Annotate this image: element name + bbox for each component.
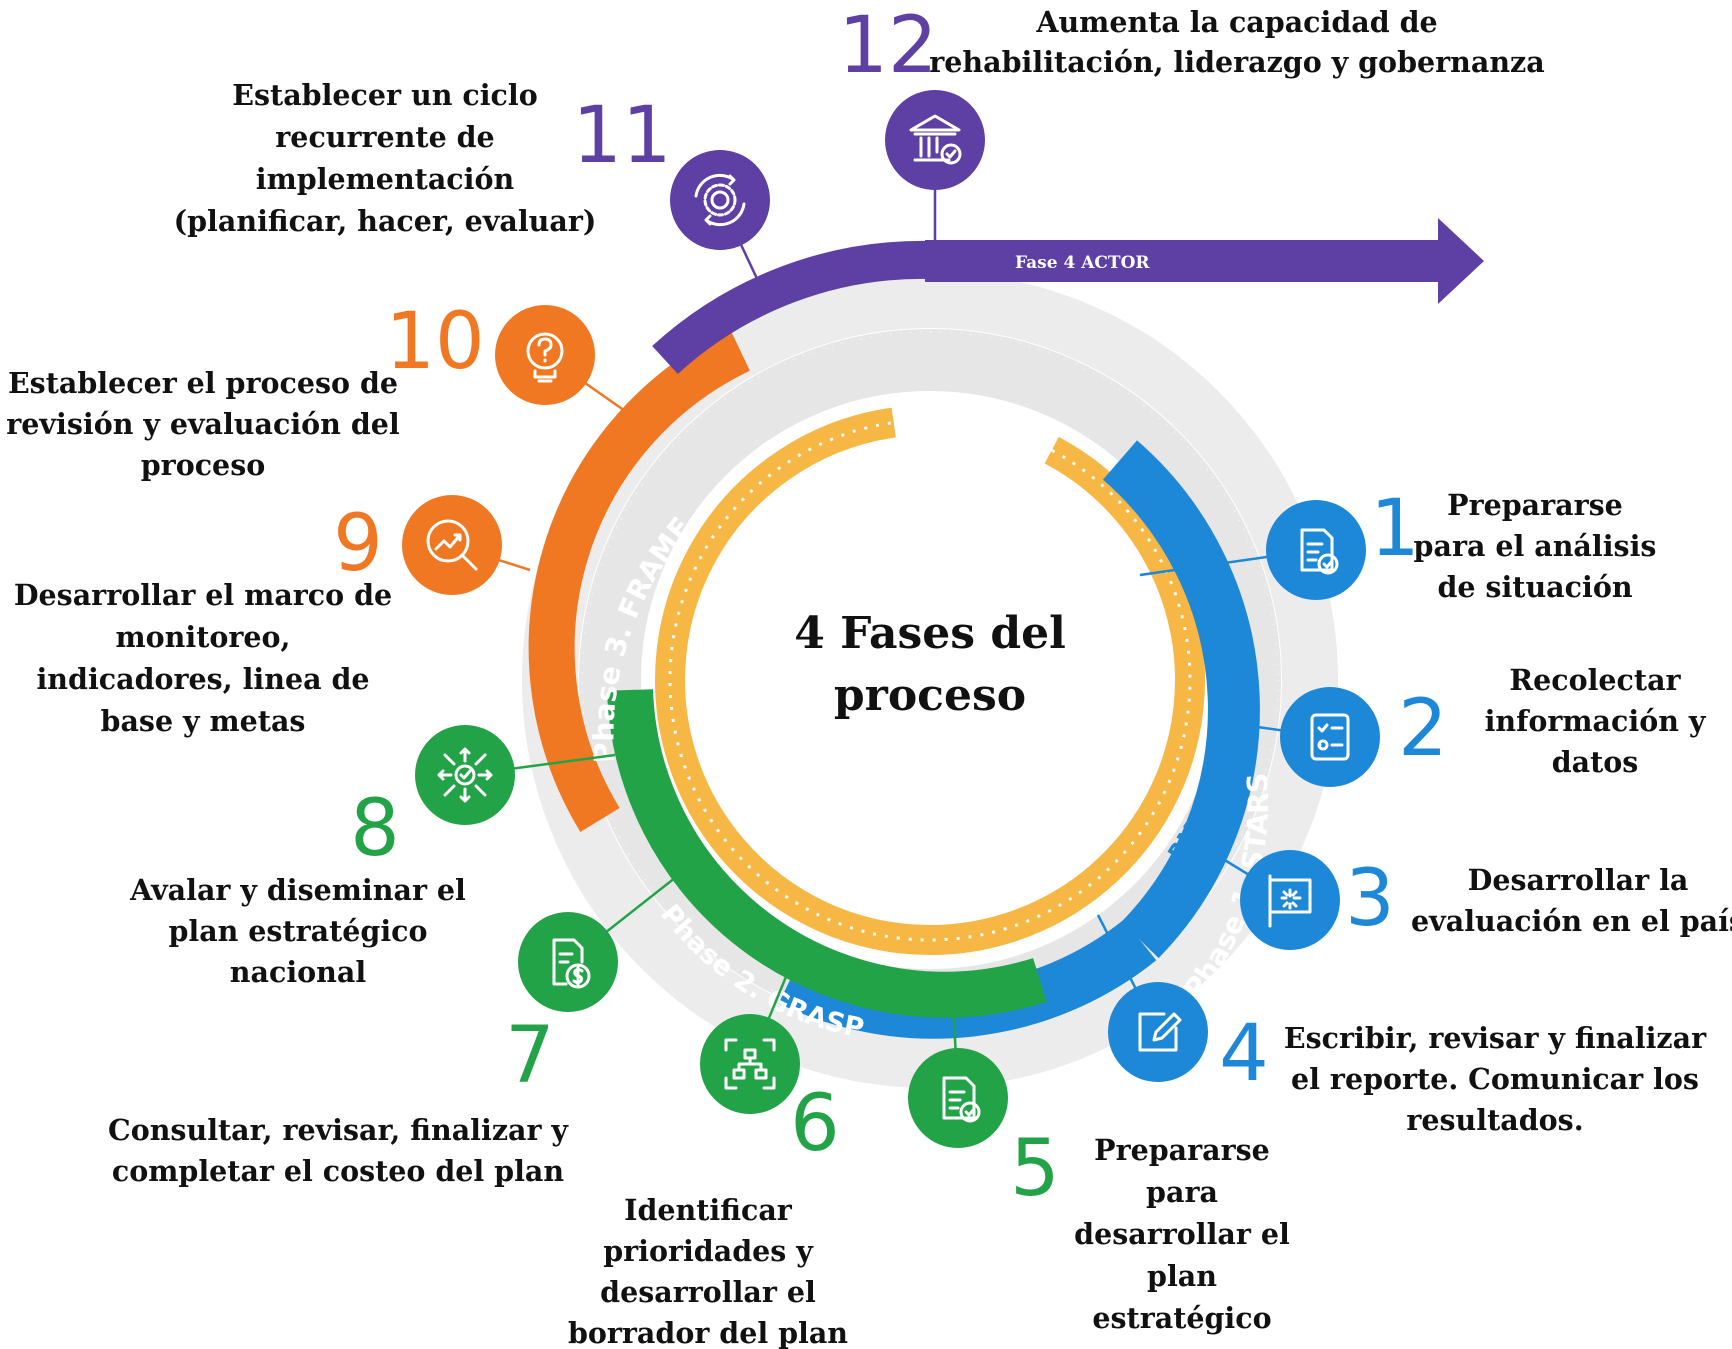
center-title-line2: proceso xyxy=(834,670,1026,721)
step-label-line: resultados. xyxy=(1406,1103,1583,1137)
step-icon-bg xyxy=(1266,500,1366,600)
step-number: 7 xyxy=(505,1011,555,1101)
step-number: 11 xyxy=(572,91,671,181)
step-label-line: para el análisis xyxy=(1414,529,1657,563)
step-label-line: evaluación en el país xyxy=(1411,904,1732,938)
step-label-line: Consultar, revisar, finalizar y xyxy=(108,1113,569,1147)
step-label-line: Prepararse xyxy=(1447,488,1623,522)
step-label-line: plan estratégico xyxy=(168,914,427,948)
step-icon-bg xyxy=(885,90,985,190)
expand-check-icon xyxy=(415,725,515,825)
phase4-arrow-head xyxy=(1438,218,1484,304)
step-12: 12 Aumenta la capacidad de rehabilitación,… xyxy=(838,1,1545,242)
step-label-line: monitoreo, xyxy=(116,620,291,654)
step-label-line: rehabilitación, liderazgo y gobernanza xyxy=(929,45,1544,79)
step-label-line: el reporte. Comunicar los xyxy=(1291,1062,1699,1096)
step-label-line: indicadores, linea de xyxy=(36,662,369,696)
institution-icon xyxy=(885,90,985,190)
step-label-line: recurrente de xyxy=(275,120,494,154)
step-label-line: completar el costeo del plan xyxy=(112,1154,565,1188)
track-ticks xyxy=(581,331,1279,1029)
step-number: 12 xyxy=(838,1,937,91)
step-label-line: estratégico xyxy=(1092,1301,1271,1335)
center-title-line1: 4 Fases del xyxy=(794,608,1066,659)
magnifier-chart-icon xyxy=(402,495,502,595)
step-label-line: Prepararse xyxy=(1094,1133,1270,1167)
step-number: 4 xyxy=(1219,1009,1269,1099)
step-label-line: información y xyxy=(1485,704,1707,738)
step-label-line: datos xyxy=(1552,745,1639,779)
cycle-gear-icon xyxy=(670,150,770,250)
step-label-line: desarrollar el xyxy=(1074,1217,1290,1251)
flag-icon xyxy=(1240,850,1340,950)
step-label-line: base y metas xyxy=(101,704,306,738)
phase3-arc xyxy=(528,329,750,832)
step-label-line: plan xyxy=(1147,1259,1217,1293)
step-label-line: para xyxy=(1146,1175,1218,1209)
step-label-line: Aumenta la capacidad de xyxy=(1035,5,1437,39)
step-label-line: Avalar y diseminar el xyxy=(129,873,466,907)
timeline-dots xyxy=(668,418,1192,942)
step-icon-bg xyxy=(1240,850,1340,950)
step-number: 10 xyxy=(385,297,484,387)
phase4-arc xyxy=(652,240,931,375)
timeline-label: 12 MONTHS xyxy=(840,865,1021,910)
checklist-icon xyxy=(1280,687,1380,787)
phase4-arrow-body xyxy=(925,240,1440,282)
step-icon-bg xyxy=(1280,687,1380,787)
step-label-line: proceso xyxy=(141,448,266,482)
step-number: 1 xyxy=(1370,484,1420,574)
step-label-line: Desarrollar el marco de xyxy=(14,578,392,612)
step-4: 4 Escribir, revisar y finalizar el reporte… xyxy=(1096,914,1707,1137)
step-icon-bg xyxy=(908,1048,1008,1148)
step-label-line: de situación xyxy=(1437,570,1632,604)
step-label-line: (planificar, hacer, evaluar) xyxy=(174,204,597,238)
step-icon-bg xyxy=(670,150,770,250)
step-label-line: Recolectar xyxy=(1509,663,1681,697)
step-2: 2 Recolectar información y datos xyxy=(1249,663,1707,787)
step-11: 11 Establecer un ciclo recurrente de implem… xyxy=(174,78,770,286)
step-label-line: Identificar xyxy=(624,1193,793,1227)
step-label-line: Establecer un ciclo xyxy=(232,78,537,112)
step-label-line: implementación xyxy=(256,162,515,196)
step-label-line: Establecer el proceso de xyxy=(8,366,398,400)
document-check-icon xyxy=(1266,500,1366,600)
step-1: 1 Prepararse para el análisis de situación xyxy=(1139,484,1657,604)
document-check-icon xyxy=(908,1048,1008,1148)
step-number: 6 xyxy=(790,1079,840,1169)
phase1-arc xyxy=(1102,440,1260,959)
phase4-label: Fase 4 ACTOR xyxy=(1015,253,1150,273)
step-number: 2 xyxy=(1398,684,1448,774)
step-3: 3 Desarrollar la evaluación en el país xyxy=(1204,846,1732,950)
edit-icon xyxy=(1108,982,1208,1082)
step-label-line: desarrollar el xyxy=(600,1275,816,1309)
document-dollar-icon xyxy=(518,912,618,1012)
step-label-line: Escribir, revisar y finalizar xyxy=(1284,1021,1707,1055)
step-5: 5 Prepararse para desarrollar el plan estraté… xyxy=(908,979,1290,1335)
step-label-line: prioridades y xyxy=(603,1234,814,1268)
hierarchy-icon xyxy=(700,1014,800,1114)
phase2-arc xyxy=(607,689,1047,1018)
step-number: 9 xyxy=(333,499,383,589)
step-label-line: Desarrollar la xyxy=(1468,863,1689,897)
step-label-line: borrador del plan xyxy=(568,1316,848,1349)
step-number: 8 xyxy=(350,784,400,874)
step-number: 3 xyxy=(1345,854,1395,944)
question-gear-icon xyxy=(495,305,595,405)
step-number: 5 xyxy=(1010,1124,1060,1214)
step-label-line: nacional xyxy=(230,955,367,989)
step-label-line: revisión y evaluación del xyxy=(6,407,400,441)
